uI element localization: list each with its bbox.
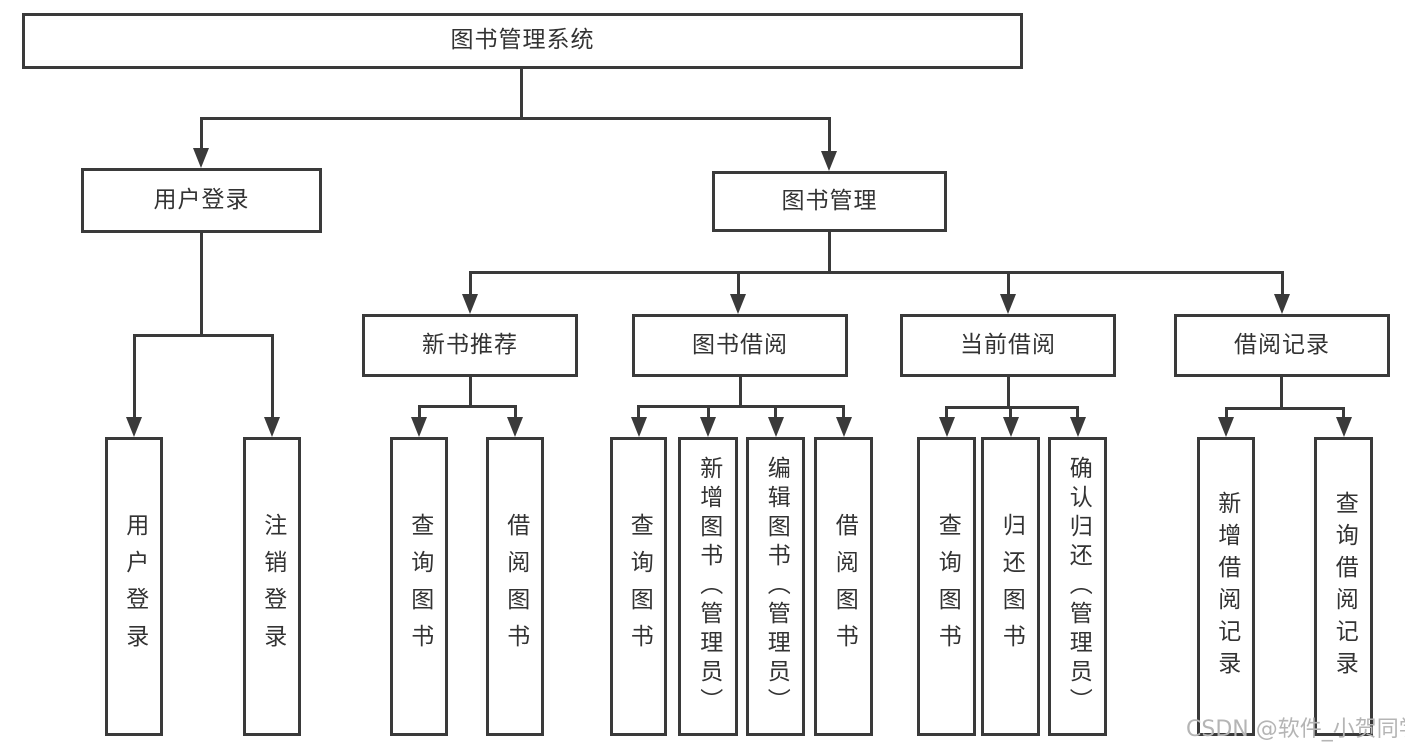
connector-bar-line — [945, 405, 1079, 409]
leaf-query-books-3: 查询图书 — [917, 437, 976, 736]
leaf-borrow-books-1: 借阅图书 — [486, 437, 544, 736]
connector-drop-line — [774, 406, 777, 419]
arrowhead-down-icon — [1335, 417, 1352, 437]
connector-drop-line — [1342, 408, 1345, 419]
leaf-query-books-2: 查询图书 — [610, 437, 667, 736]
leaf-add-borrow-record: 新增借阅记录 — [1197, 437, 1255, 736]
connector-drop-line — [1006, 272, 1010, 296]
node-new-book-recommendation: 新书推荐 — [362, 314, 578, 377]
connector-drop-line — [513, 406, 517, 419]
connector-stem-line — [468, 377, 472, 406]
node-current-borrowing: 当前借阅 — [900, 314, 1116, 377]
connector-bar-line — [199, 116, 831, 120]
node-borrowing-records: 借阅记录 — [1174, 314, 1390, 377]
node-book-management: 图书管理 — [712, 171, 947, 232]
connector-drop-line — [270, 335, 274, 419]
connector-stem-line — [200, 233, 203, 335]
leaf-logout: 注销登录 — [243, 437, 301, 736]
arrowhead-down-icon — [264, 417, 280, 437]
connector-drop-line — [468, 272, 472, 296]
connector-stem-line — [738, 377, 742, 406]
leaf-confirm-return-admin: 确认归还（管理员） — [1048, 437, 1107, 736]
connector-drop-line — [945, 407, 948, 419]
connector-drop-line — [637, 406, 640, 419]
arrowhead-down-icon — [1002, 417, 1019, 437]
connector-stem-line — [1279, 377, 1283, 408]
connector-drop-line — [417, 406, 421, 419]
connector-drop-line — [736, 272, 740, 296]
watermark: CSDN @软件_小贺同学 — [1186, 717, 1405, 742]
arrowhead-down-icon — [1218, 417, 1234, 437]
arrowhead-down-icon — [730, 294, 746, 314]
leaf-edit-books-admin: 编辑图书（管理员） — [746, 437, 805, 736]
leaf-user-login: 用户登录 — [105, 437, 163, 736]
leaf-borrow-books-2: 借阅图书 — [814, 437, 873, 736]
connector-stem-line — [827, 232, 831, 272]
connector-drop-line — [827, 118, 831, 153]
connector-drop-line — [706, 406, 710, 419]
connector-drop-line — [199, 118, 203, 150]
arrowhead-down-icon — [821, 151, 837, 171]
connector-bar-line — [132, 333, 274, 337]
connector-drop-line — [1280, 272, 1284, 296]
node-book-borrowing: 图书借阅 — [632, 314, 848, 377]
arrowhead-down-icon — [938, 417, 955, 437]
arrowhead-down-icon — [507, 417, 523, 437]
leaf-query-books-1: 查询图书 — [390, 437, 448, 736]
arrowhead-down-icon — [411, 417, 427, 437]
connector-bar-line — [417, 404, 517, 408]
connector-stem-line — [520, 69, 523, 118]
arrowhead-down-icon — [1274, 294, 1290, 314]
leaf-return-books: 归还图书 — [981, 437, 1040, 736]
connector-drop-line — [1224, 408, 1228, 419]
node-book-management-system: 图书管理系统 — [22, 13, 1023, 69]
connector-drop-line — [1009, 407, 1012, 419]
node-user-login: 用户登录 — [81, 168, 322, 233]
connector-stem-line — [1006, 377, 1010, 407]
arrowhead-down-icon — [1000, 294, 1016, 314]
arrowhead-down-icon — [126, 417, 142, 437]
arrowhead-down-icon — [1069, 417, 1086, 437]
arrowhead-down-icon — [462, 294, 478, 314]
leaf-query-borrow-record: 查询借阅记录 — [1314, 437, 1373, 736]
arrowhead-down-icon — [835, 417, 852, 437]
connector-bar-line — [1224, 406, 1345, 410]
arrowhead-down-icon — [767, 417, 784, 437]
arrowhead-down-icon — [630, 417, 647, 437]
connector-drop-line — [1076, 407, 1079, 419]
connector-drop-line — [842, 406, 845, 419]
arrowhead-down-icon — [193, 148, 209, 168]
arrowhead-down-icon — [700, 417, 716, 437]
connector-bar-line — [637, 404, 845, 408]
connector-bar-line — [468, 270, 1284, 274]
leaf-add-books-admin: 新增图书（管理员） — [678, 437, 738, 736]
connector-drop-line — [132, 335, 136, 419]
